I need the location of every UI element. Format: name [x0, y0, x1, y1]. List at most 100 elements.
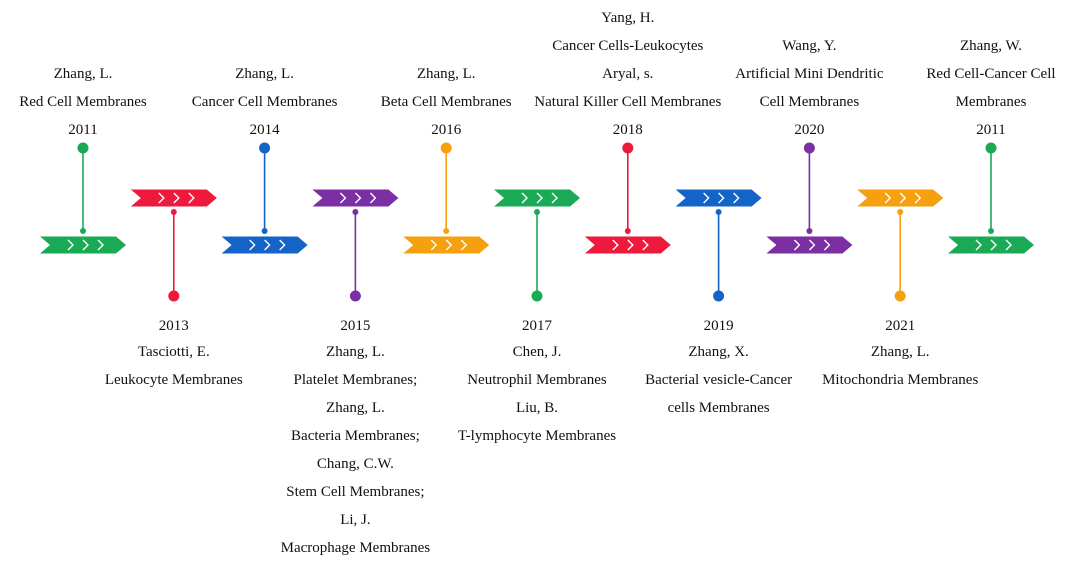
arrow-body — [130, 189, 217, 207]
milestone-dot — [349, 290, 361, 302]
chevron-icon — [733, 192, 740, 204]
timeline-arrow-11 — [948, 236, 1034, 254]
event-text-line: Zhang, L. — [326, 344, 385, 360]
timeline-arrow-8 — [675, 189, 762, 207]
event-text-line: Cancer Cell Membranes — [192, 94, 338, 110]
milestone-dot — [168, 290, 180, 302]
event-text-line: Tasciotti, E. — [138, 344, 210, 360]
event-text-line: Leukocyte Membranes — [105, 372, 243, 388]
chevron-icon — [521, 192, 528, 204]
event-year: 2015 — [340, 318, 370, 334]
timeline-arrow-9 — [766, 236, 853, 254]
connector-joint — [897, 209, 904, 215]
chevron-icon — [914, 192, 922, 204]
event-text-line: Liu, B. — [516, 400, 558, 416]
chevron-icon — [612, 239, 619, 251]
connector-joint — [80, 228, 86, 234]
connector-joint — [624, 228, 631, 234]
chevron-icon — [82, 239, 89, 251]
event-text-line: Artificial Mini Dendritic — [735, 66, 884, 82]
milestone-dot — [77, 142, 89, 154]
event-text-line: Zhang, L. — [871, 344, 930, 360]
arrow-body — [403, 236, 490, 254]
chevron-icon — [158, 192, 165, 204]
connector-joint — [534, 209, 540, 215]
chevron-icon — [97, 239, 104, 251]
chevron-icon — [460, 239, 468, 251]
arrow-body — [675, 189, 762, 207]
milestone-dot — [531, 290, 543, 302]
chevron-icon — [354, 192, 362, 204]
connector-joint — [170, 209, 177, 215]
event-text-line: Zhang, L. — [417, 66, 476, 82]
event-text-line: Cancer Cells-Leukocytes — [552, 38, 703, 54]
timeline-arrow-7 — [584, 236, 671, 254]
event-text-line: Macrophage Membranes — [281, 540, 431, 556]
arrow-body — [312, 189, 399, 207]
arrow-body — [766, 236, 853, 254]
arrow-body — [221, 236, 308, 254]
connector-joint — [988, 228, 994, 234]
milestone-dot — [985, 142, 997, 154]
connector-joint — [261, 228, 268, 234]
chevron-icon — [67, 239, 74, 251]
milestone-dot — [622, 142, 634, 154]
arrow-body — [584, 236, 671, 254]
timeline-arrow-1 — [40, 236, 126, 254]
connector-joint — [352, 209, 359, 215]
event-text-line: Zhang, L. — [326, 400, 385, 416]
timeline-arrow-3 — [221, 236, 308, 254]
milestone-dot — [894, 290, 906, 302]
chevron-icon — [808, 239, 816, 251]
event-text-line: Natural Killer Cell Membranes — [534, 94, 721, 110]
chevron-icon — [975, 239, 982, 251]
chevron-icon — [249, 239, 256, 251]
event-text-line: Chen, J. — [513, 344, 562, 360]
chevron-icon — [703, 192, 710, 204]
event-text-line: Zhang, W. — [960, 38, 1022, 54]
chevron-icon — [173, 192, 180, 204]
event-text-line: Aryal, s. — [602, 66, 653, 82]
event-text-line: Zhang, L. — [54, 66, 113, 82]
arrow-body — [948, 236, 1034, 254]
event-text-line: Bacterial vesicle-Cancer — [645, 372, 792, 388]
event-year: 2011 — [68, 122, 97, 138]
milestone-dot — [713, 290, 725, 302]
event-text-line: Platelet Membranes; — [294, 372, 418, 388]
milestone-dot — [440, 142, 452, 154]
milestone-dot — [259, 142, 271, 154]
event-text-line: T-lymphocyte Membranes — [458, 428, 616, 444]
chevron-icon — [279, 239, 286, 251]
timeline-arrow-4 — [312, 189, 399, 207]
event-text-line: Bacteria Membranes; — [291, 428, 420, 444]
event-year: 2014 — [250, 122, 281, 138]
chevron-icon — [642, 239, 649, 251]
chevron-icon — [339, 192, 347, 204]
event-year: 2011 — [976, 122, 1005, 138]
chevron-icon — [899, 192, 907, 204]
chevron-icon — [551, 192, 558, 204]
event-text-line: cells Membranes — [668, 400, 770, 416]
event-text-line: Zhang, L. — [235, 66, 294, 82]
arrow-body — [857, 189, 944, 207]
event-text-line: Stem Cell Membranes; — [286, 484, 424, 500]
event-text-line: Wang, Y. — [782, 38, 836, 54]
chevron-icon — [430, 239, 438, 251]
chevron-icon — [718, 192, 725, 204]
chevron-icon — [536, 192, 543, 204]
event-year: 2016 — [431, 122, 462, 138]
event-text-line: Yang, H. — [601, 10, 654, 26]
event-text-line: Mitochondria Membranes — [822, 372, 978, 388]
chevron-icon — [823, 239, 831, 251]
event-text-line: Zhang, X. — [688, 344, 748, 360]
timeline-arrow-10 — [857, 189, 944, 207]
milestone-dot — [803, 142, 815, 154]
event-text-line: Beta Cell Membranes — [381, 94, 512, 110]
event-text-line: Cell Membranes — [760, 94, 860, 110]
connector-joint — [715, 209, 722, 215]
